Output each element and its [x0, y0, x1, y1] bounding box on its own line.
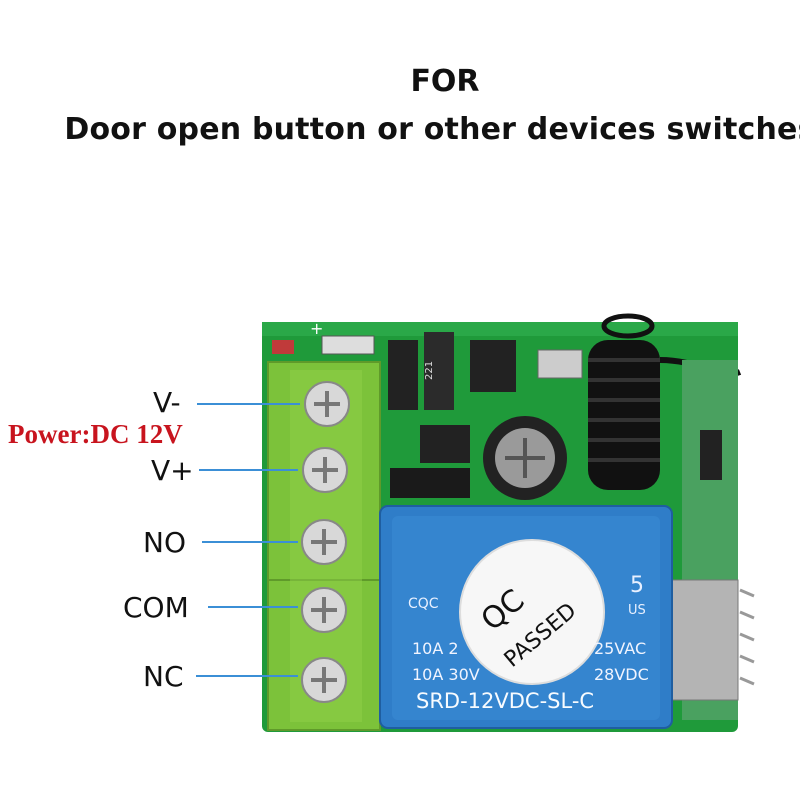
plus-mark: +	[310, 319, 323, 338]
screw-v-plus	[302, 447, 348, 493]
relay-spec-row1-right: 25VAC	[594, 639, 646, 658]
diode-component	[388, 340, 418, 410]
relay-brand: CQC	[408, 596, 439, 612]
module-pins	[739, 588, 755, 686]
terminal-label-v-minus: V-	[153, 386, 181, 419]
ic-chip	[420, 425, 470, 463]
module-connector	[700, 430, 722, 480]
header-line-2: Door open button or other devices switch…	[64, 112, 800, 147]
pcb-edge	[262, 322, 738, 336]
resistor-component	[424, 332, 454, 410]
relay-spec-row1-left: 10A 2	[412, 639, 459, 658]
antenna-coil	[588, 313, 742, 490]
power-label: Power:DC 12V	[8, 419, 183, 449]
resistor-code-text: 221	[424, 361, 435, 380]
relay-us-mark: US	[628, 603, 646, 618]
screw-v-minus	[304, 381, 350, 427]
relay-model: SRD-12VDC-SL-C	[416, 689, 594, 713]
header-line-1: FOR	[410, 64, 480, 99]
regulator-chip	[470, 340, 516, 392]
capacitor	[483, 416, 567, 500]
qc-passed-sticker: QC PASSED	[459, 539, 605, 685]
led-component	[272, 340, 294, 354]
smd-component	[321, 335, 375, 355]
terminal-label-v-plus: V+	[151, 454, 194, 487]
relay-spec-row2-right: 28VDC	[594, 665, 649, 684]
terminal-label-nc: NC	[143, 660, 184, 693]
crystal-component	[669, 579, 739, 701]
terminal-label-com: COM	[123, 591, 189, 624]
relay-rating-5: 5	[630, 573, 644, 598]
screw-com	[301, 587, 347, 633]
relay-spec-row2-left: 10A 30V	[412, 665, 480, 684]
screw-nc	[301, 657, 347, 703]
transistor-component	[390, 468, 470, 498]
button-switch	[537, 349, 583, 379]
terminal-label-no: NO	[143, 526, 186, 559]
screw-no	[301, 519, 347, 565]
